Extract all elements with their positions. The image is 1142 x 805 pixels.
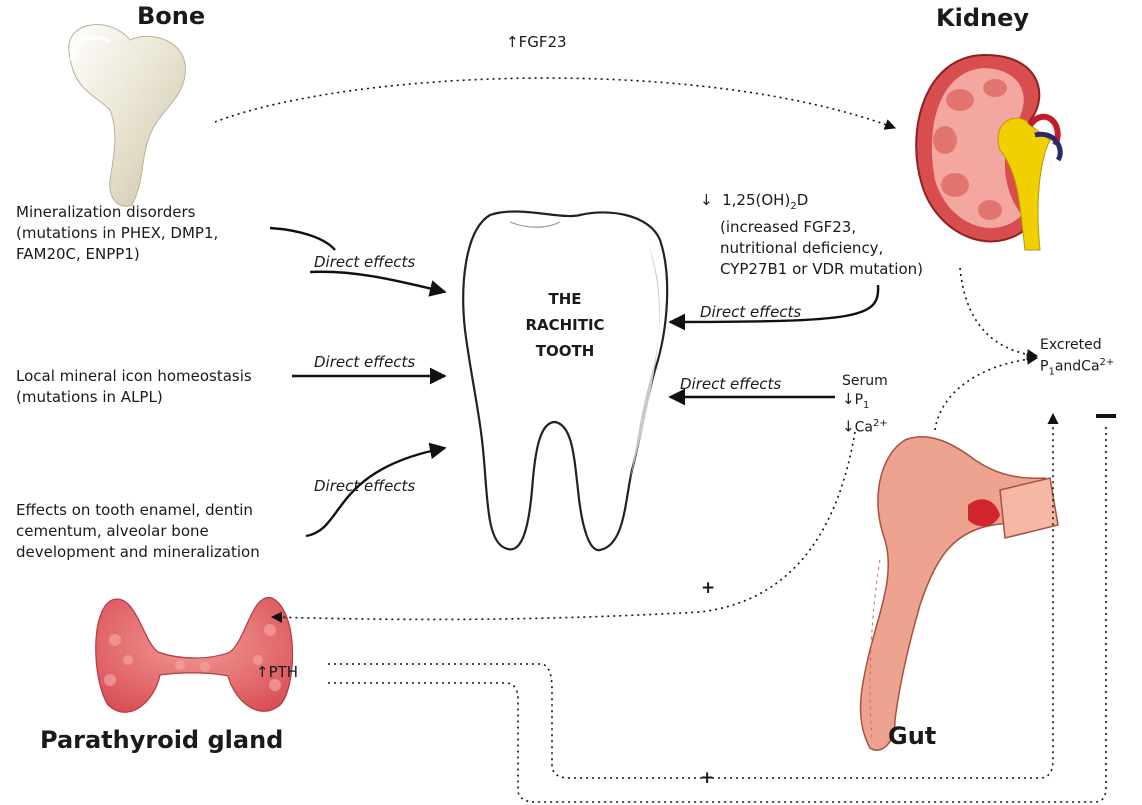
tooth-effects-text: Effects on tooth enamel, dentin cementum… bbox=[16, 500, 260, 563]
serum-ca: Ca bbox=[855, 419, 873, 435]
direct-effects-label: Direct effects bbox=[680, 374, 781, 395]
plus-sign: + bbox=[700, 768, 714, 789]
excreted-and: and bbox=[1055, 359, 1081, 375]
direct-effects-label: Direct effects bbox=[314, 252, 415, 273]
pth-text: PTH bbox=[269, 663, 299, 681]
serum-text: Serum ↓P1 ↓Ca2+ bbox=[842, 372, 888, 436]
text-line: Local mineral icon homeostasis bbox=[16, 366, 252, 387]
arrow-direct-1 bbox=[310, 272, 445, 292]
fgf23-label: ↑FGF23 bbox=[506, 32, 567, 53]
serum-phosphate: ↓P1 bbox=[842, 390, 888, 415]
fgf23-arrow bbox=[215, 78, 895, 128]
arrow-kidney-excreted bbox=[960, 268, 1037, 356]
excreted-ca: Ca bbox=[1081, 359, 1099, 375]
arrow-serum-parathyroid bbox=[272, 432, 855, 619]
vitd-suffix: D bbox=[797, 191, 809, 209]
parathyroid-label: Parathyroid gland bbox=[40, 730, 283, 751]
serum-calcium: ↓Ca2+ bbox=[842, 415, 888, 437]
excreted-text: Excreted P1andCa2+ bbox=[1040, 336, 1114, 381]
excreted-label: Excreted bbox=[1040, 336, 1114, 354]
text-line: (mutations in ALPL) bbox=[16, 387, 252, 408]
excreted-values: P1andCa2+ bbox=[1040, 354, 1114, 381]
text-line: Mineralization disorders bbox=[16, 202, 218, 223]
bone-label: Bone bbox=[137, 6, 205, 27]
down-arrow-icon: ↓ bbox=[842, 417, 855, 435]
text-line: development and mineralization bbox=[16, 542, 260, 563]
tooth-title-line: THE bbox=[500, 286, 630, 312]
text-line: FAM20C, ENPP1) bbox=[16, 244, 218, 265]
gut-label: Gut bbox=[888, 726, 936, 747]
excreted-ca-sup: 2+ bbox=[1100, 357, 1115, 368]
text-line: nutritional deficiency, bbox=[700, 238, 923, 259]
text-line: cementum, alveolar bone bbox=[16, 521, 260, 542]
direct-effects-label: Direct effects bbox=[314, 352, 415, 373]
mineralization-disorders-text: Mineralization disorders (mutations in P… bbox=[16, 202, 218, 265]
serum-label: Serum bbox=[842, 372, 888, 390]
direct-effects-label: Direct effects bbox=[700, 302, 801, 323]
serum-p: P bbox=[855, 392, 863, 408]
vitamin-d-text: ↓ 1,25(OH)2D (increased FGF23, nutrition… bbox=[700, 190, 923, 280]
vitd-prefix: 1,25(OH) bbox=[722, 191, 790, 209]
vitamin-d-heading: ↓ 1,25(OH)2D bbox=[700, 190, 923, 217]
tooth-title: THE RACHITIC TOOTH bbox=[500, 286, 630, 364]
text-line: (increased FGF23, bbox=[700, 217, 923, 238]
gut-illustration bbox=[861, 437, 1058, 750]
serum-p-sub: 1 bbox=[863, 400, 869, 411]
tooth-title-line: RACHITIC bbox=[500, 312, 630, 338]
tooth-title-line: TOOTH bbox=[500, 338, 630, 364]
kidney-label: Kidney bbox=[936, 8, 1029, 29]
direct-effects-label: Direct effects bbox=[314, 476, 415, 497]
tooth-illustration bbox=[463, 211, 667, 550]
inhibition-bar bbox=[1096, 414, 1116, 418]
down-arrow-icon: ↓ bbox=[842, 390, 855, 408]
pth-label: ↑PTH bbox=[256, 662, 298, 683]
up-arrow-icon: ↑ bbox=[506, 33, 519, 51]
arrow-gut-excreted bbox=[935, 358, 1037, 430]
parathyroid-illustration bbox=[96, 597, 293, 712]
local-homeostasis-text: Local mineral icon homeostasis (mutation… bbox=[16, 366, 252, 408]
fgf23-text: FGF23 bbox=[519, 33, 567, 51]
plus-sign: + bbox=[701, 578, 715, 599]
arrow-mineralization bbox=[270, 228, 335, 250]
up-arrow-icon: ↑ bbox=[256, 663, 269, 681]
text-line: Effects on tooth enamel, dentin bbox=[16, 500, 260, 521]
text-line: (mutations in PHEX, DMP1, bbox=[16, 223, 218, 244]
down-arrow-icon: ↓ bbox=[700, 191, 713, 209]
kidney-illustration bbox=[916, 55, 1060, 250]
serum-ca-sup: 2+ bbox=[873, 418, 888, 429]
text-line: CYP27B1 or VDR mutation) bbox=[700, 259, 923, 280]
bone-illustration bbox=[69, 25, 186, 207]
